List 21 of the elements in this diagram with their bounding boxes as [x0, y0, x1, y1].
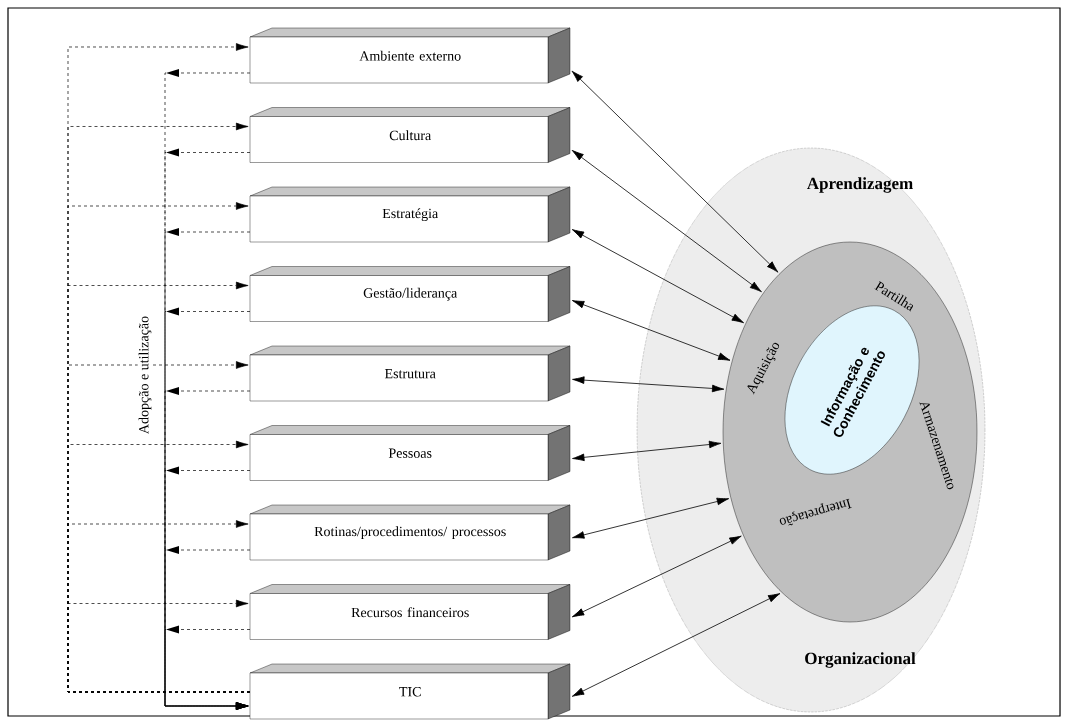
- arrow: [571, 149, 762, 293]
- box: Gestão/liderança: [249, 266, 571, 322]
- box: Estratégia: [249, 186, 571, 243]
- axis-label: Adopção e utilização: [137, 314, 153, 436]
- box: TIC: [249, 663, 571, 720]
- arrow: [572, 376, 725, 393]
- box: Recursos financeiros: [249, 584, 571, 640]
- arrow: [571, 70, 779, 273]
- box: Pessoas: [249, 425, 571, 481]
- box: Cultura: [249, 107, 571, 163]
- arrow: [572, 440, 722, 462]
- arrow: [571, 535, 742, 618]
- arrow: [67, 599, 251, 693]
- arrow: [572, 497, 730, 539]
- box: Estrutura: [249, 345, 571, 402]
- box: Ambiente externo: [249, 27, 571, 84]
- arrow: [572, 300, 731, 361]
- arrow: [571, 593, 781, 697]
- arrow: [164, 625, 251, 710]
- arrow: [571, 229, 744, 324]
- box: Rotinas/procedimentos/ processos: [249, 504, 571, 561]
